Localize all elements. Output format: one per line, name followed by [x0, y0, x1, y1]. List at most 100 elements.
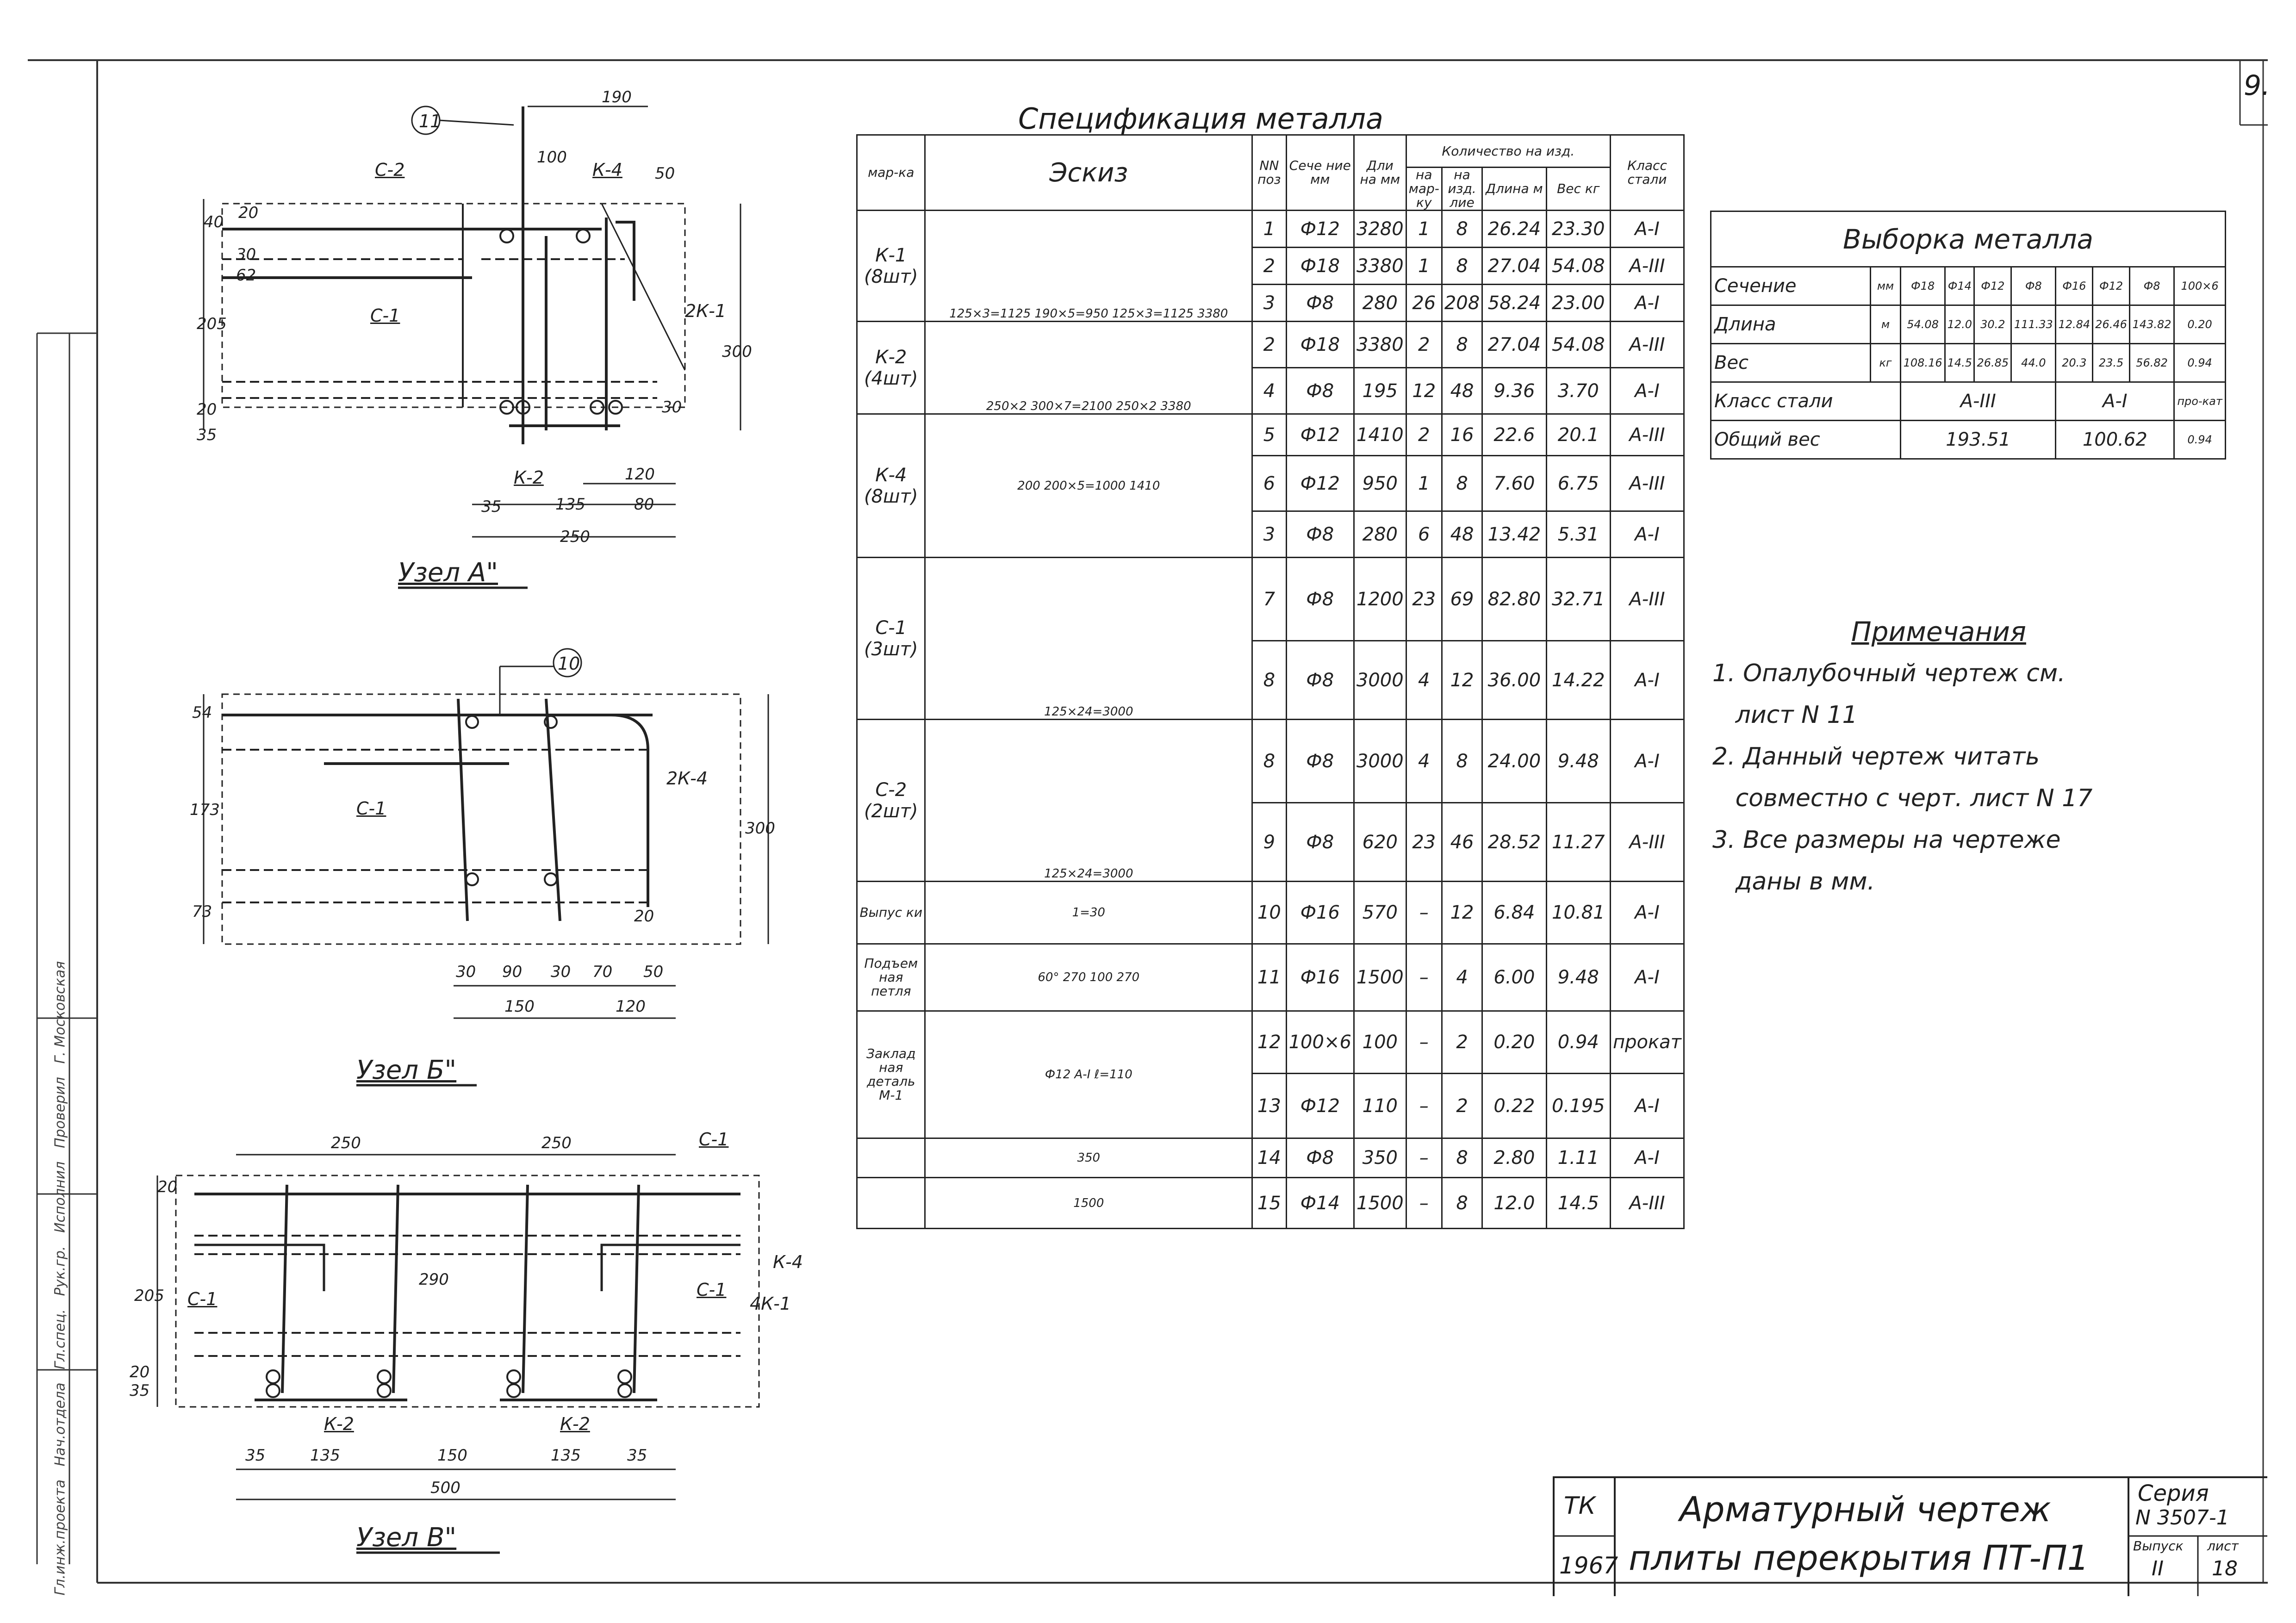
- selection-cell: Ф18: [1899, 266, 1946, 306]
- callout-10: 10: [558, 653, 580, 674]
- spec-cell: А-III: [1609, 247, 1685, 285]
- selection-cell: 0.94: [2173, 420, 2226, 460]
- spec-header-nn: NN поз: [1251, 134, 1287, 211]
- spec-header-sechenie: Сече ние мм: [1285, 134, 1355, 211]
- uzel-a-label-k4: К-4: [592, 160, 622, 180]
- spec-cell: 12: [1441, 640, 1483, 720]
- uzel-v-drawing: [156, 1154, 760, 1554]
- selection-row-dlina: Длина м 54.08 12.0 30.2 111.33 12.84 26.…: [1710, 305, 2226, 344]
- uzel-a-dim: 30: [236, 245, 256, 264]
- title-year: 1967: [1559, 1552, 1618, 1579]
- spec-cell: 2: [1405, 413, 1443, 456]
- spec-cell: 24.00: [1481, 719, 1547, 803]
- spec-mark-count: (8шт): [864, 485, 918, 507]
- spec-sketch-text: 125×24=3000: [1044, 705, 1133, 719]
- spec-cell: Ф8: [1285, 557, 1355, 641]
- spec-cell: 10: [1251, 881, 1287, 945]
- spec-cell: А-I: [1609, 210, 1685, 248]
- notes: Примечания 1. Опалубочный чертеж см. лис…: [1712, 611, 2092, 902]
- spec-cell: Ф18: [1285, 321, 1355, 368]
- spec-cell: 950: [1353, 455, 1407, 512]
- uzel-v-dim: 35: [627, 1446, 647, 1465]
- uzel-a-dim: 35: [197, 426, 217, 444]
- spec-mark: К-4: [875, 464, 907, 486]
- spec-cell: 2: [1441, 1073, 1483, 1139]
- spec-cell: А-I: [1609, 284, 1685, 322]
- selection-cell: 0.94: [2173, 343, 2226, 383]
- spec-cell: 5: [1251, 413, 1287, 456]
- uzel-a-dim: 50: [655, 164, 675, 183]
- spec-cell: А-III: [1609, 413, 1685, 456]
- spec-cell: 23: [1405, 557, 1443, 641]
- notes-title: Примечания: [1851, 616, 2026, 647]
- spec-cell: –: [1405, 881, 1443, 945]
- title-series-label: Серия: [2138, 1480, 2209, 1506]
- spec-subheader-row: на мар-ку на изд. лие Длина м Вес кг: [857, 167, 1684, 211]
- spec-mark-count: (2шт): [864, 800, 918, 822]
- spec-sketch-cell: 1=30: [924, 881, 1253, 945]
- spec-mark-count: (4шт): [864, 367, 918, 389]
- selection-row-total: Общий вес 193.51 100.62 0.94: [1710, 420, 2226, 460]
- spec-cell: –: [1405, 1010, 1443, 1074]
- callout-11: 11: [419, 111, 442, 131]
- spec-cell: 3000: [1353, 719, 1407, 803]
- uzel-a-dim: 100: [537, 148, 567, 167]
- uzel-b-drawing: [203, 648, 769, 1087]
- spec-cell: 2: [1251, 321, 1287, 368]
- title-vypusk: II: [2152, 1557, 2164, 1580]
- spec-sketch-text: 125×3=1125 190×5=950 125×3=1125 3380: [949, 307, 1228, 321]
- spec-cell: –: [1405, 1073, 1443, 1139]
- spec-cell: 23.00: [1545, 284, 1611, 322]
- spec-cell: 32.71: [1545, 557, 1611, 641]
- spec-cell: 48: [1441, 510, 1483, 558]
- spec-cell: 280: [1353, 510, 1407, 558]
- spec-cell: 8: [1251, 640, 1287, 720]
- spec-sketch-cell: 250×2 300×7=2100 250×2 3380: [924, 321, 1253, 415]
- spec-cell: 11.27: [1545, 802, 1611, 882]
- spec-header-row: мар-ка Эскиз NN поз Сече ние мм Дли на м…: [856, 134, 1685, 211]
- uzel-a-label-s1: С-1: [370, 305, 400, 326]
- spec-sketch-text: 1=30: [1072, 906, 1105, 920]
- selection-cell: про-кат: [2173, 381, 2226, 421]
- title-block: ТК 1967 Арматурный чертеж плиты перекрыт…: [1553, 1476, 2267, 1596]
- spec-cell: 46: [1441, 802, 1483, 882]
- note-line: 3. Все размеры на чертеже: [1712, 826, 2061, 854]
- uzel-v-dim: 500: [430, 1479, 460, 1497]
- selection-unit: кг: [1870, 343, 1901, 383]
- spec-sketch-cell: 350: [924, 1138, 1253, 1178]
- selection-cell: 111.33: [2010, 305, 2057, 344]
- spec-cell: 100×6: [1285, 1010, 1355, 1074]
- spec-cell: Ф14: [1285, 1177, 1355, 1229]
- spec-cell: А-I: [1609, 640, 1685, 720]
- spec-cell: 12: [1251, 1010, 1287, 1074]
- uzel-a-dim: 40: [204, 213, 224, 231]
- spec-cell: А-I: [1609, 881, 1685, 945]
- spec-cell: 1200: [1353, 557, 1407, 641]
- spec-cell: 14: [1251, 1138, 1287, 1178]
- spec-header-ves: Вес кг: [1545, 167, 1611, 211]
- spec-sketch-text: 350: [1077, 1151, 1101, 1165]
- spec-cell: А-I: [1609, 719, 1685, 803]
- selection-cell: 143.82: [2128, 305, 2175, 344]
- spec-cell: 3380: [1353, 321, 1407, 368]
- spec-cell: 8: [1441, 321, 1483, 368]
- spec-cell: Ф8: [1285, 802, 1355, 882]
- spec-sketch-text: 200 200×5=1000 1410: [1017, 479, 1160, 493]
- uzel-v-dim: 205: [134, 1287, 164, 1305]
- spec-header-dlina: Дли на мм: [1353, 134, 1407, 211]
- spec-mark: Выпус ки: [856, 881, 926, 945]
- spec-cell: 10.81: [1545, 881, 1611, 945]
- uzel-v-label-s1-left: С-1: [187, 1289, 218, 1309]
- selection-cell: 14.5: [1944, 343, 1975, 383]
- spec-cell: 27.04: [1481, 321, 1547, 368]
- spec-cell: 7.60: [1481, 455, 1547, 512]
- spec-cell: 3280: [1353, 210, 1407, 248]
- spec-cell: А-I: [1609, 943, 1685, 1012]
